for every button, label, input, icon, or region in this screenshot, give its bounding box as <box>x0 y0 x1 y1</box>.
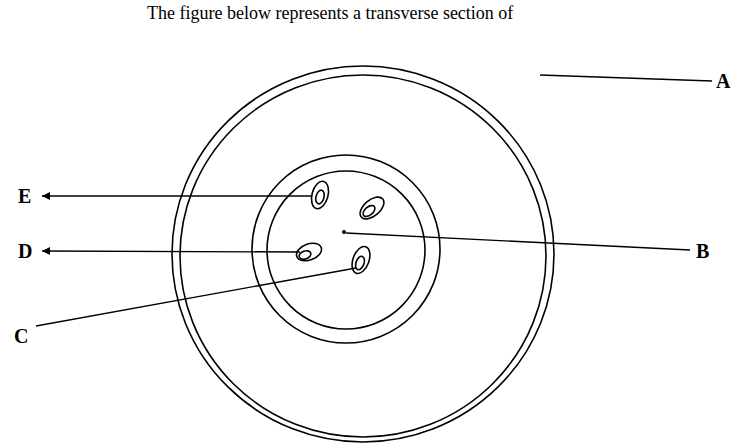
part-label: E <box>18 186 31 206</box>
vascular-bundle-core <box>361 203 377 218</box>
part-label: C <box>14 326 28 346</box>
vascular-bundle-core <box>314 189 325 205</box>
leader-line <box>42 251 300 252</box>
part-label: B <box>696 241 709 261</box>
leader-line <box>540 75 712 81</box>
vascular-bundle <box>309 179 332 210</box>
vascular-bundle <box>356 193 388 223</box>
part-label: D <box>18 241 32 261</box>
center-dot <box>342 230 346 234</box>
question-text: The figure below represents a transverse… <box>147 4 513 22</box>
part-label: A <box>716 71 730 91</box>
leader-tip <box>42 192 50 200</box>
stele-ring <box>252 155 440 343</box>
leader-line <box>36 268 356 326</box>
leader-line <box>346 233 690 250</box>
vascular-bundle <box>349 244 374 276</box>
stele-inner <box>267 171 425 329</box>
leader-tip <box>42 247 50 255</box>
vascular-bundle-core <box>298 249 312 261</box>
leader-line <box>42 195 312 196</box>
outer-ring-inner <box>180 75 546 437</box>
outer-ring <box>172 66 554 442</box>
